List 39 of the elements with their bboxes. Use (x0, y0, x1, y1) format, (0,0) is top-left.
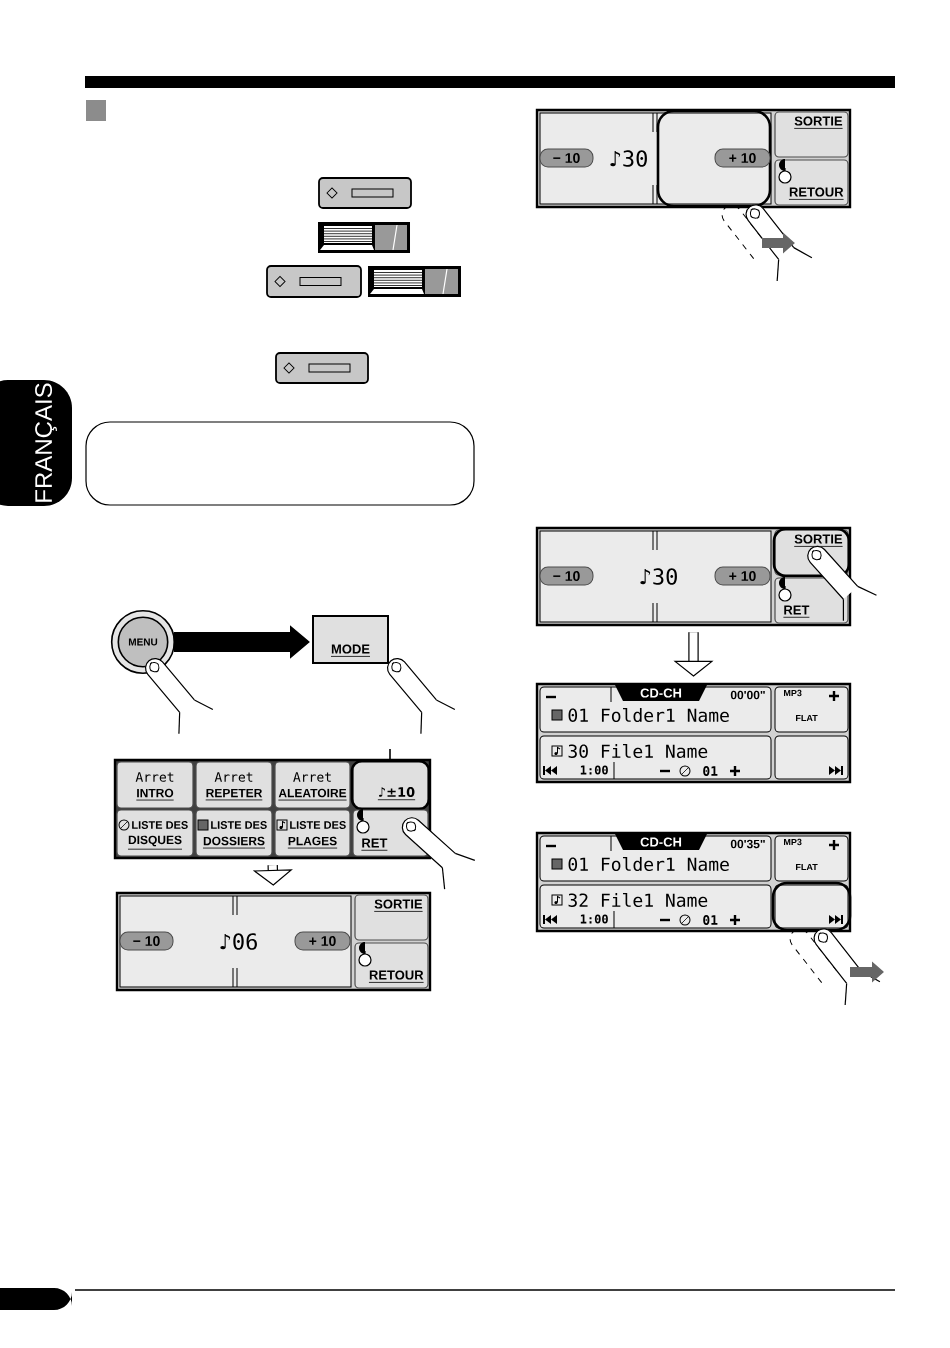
step-button: + 10 (714, 148, 771, 168)
node-label: 00'00" (730, 690, 765, 700)
menu-button: MENU (110, 609, 176, 675)
touch-button: LISTE DES DOSSIERS (195, 809, 273, 857)
exit-button: SORTIE (354, 894, 429, 941)
touch-button: LISTE DES DISQUES (116, 809, 194, 857)
return-button: RETOUR (354, 942, 429, 989)
node-label: FLAT (796, 863, 818, 871)
exit-button: SORTIE (774, 111, 849, 158)
node-label: 30 File1 Name (568, 744, 708, 759)
step-button: − 10 (119, 931, 174, 951)
touch-button: LISTE DES PLAGES (274, 809, 351, 857)
mode-button: MODE (312, 615, 389, 664)
node-label: 01 (703, 766, 718, 776)
touch-button: ♪±10 (350, 759, 431, 811)
display-screen: CD-CH 00'35" MP3 01 Folder1 Name FLAT 32 File1 Name 1:00 01 (535, 831, 852, 933)
step-button: − 10 (539, 566, 594, 586)
node-label: MP3 (784, 838, 802, 846)
step-button: + 10 (294, 931, 351, 951)
node-label: 1:00 (580, 765, 608, 775)
step-button: − 10 (539, 148, 594, 168)
node-label: 01 (703, 915, 718, 925)
node-label: 1:00 (580, 914, 608, 924)
language-tab: FRANÇAIS (0, 380, 72, 506)
node-label: MP3 (784, 689, 802, 697)
touch-button: Arret ALEATOIRE (274, 761, 351, 809)
node-label: 01 Folder1 Name (568, 857, 729, 872)
node-label: CD-CH (640, 688, 682, 698)
touch-button: Arret REPETER (195, 761, 273, 809)
node-label: CD-CH (640, 837, 682, 847)
step-button: + 10 (714, 566, 771, 586)
note-box (85, 421, 475, 506)
node-label: FLAT (796, 714, 818, 722)
touch-button: Arret INTRO (116, 761, 194, 809)
node-label: 01 Folder1 Name (568, 708, 729, 723)
node-label: 32 File1 Name (568, 893, 708, 908)
display-screen: CD-CH 00'00" MP3 01 Folder1 Name FLAT 30 File1 Name 1:00 01 (535, 682, 852, 784)
return-button: RETOUR (774, 159, 849, 206)
node-label: 00'35" (730, 839, 765, 849)
